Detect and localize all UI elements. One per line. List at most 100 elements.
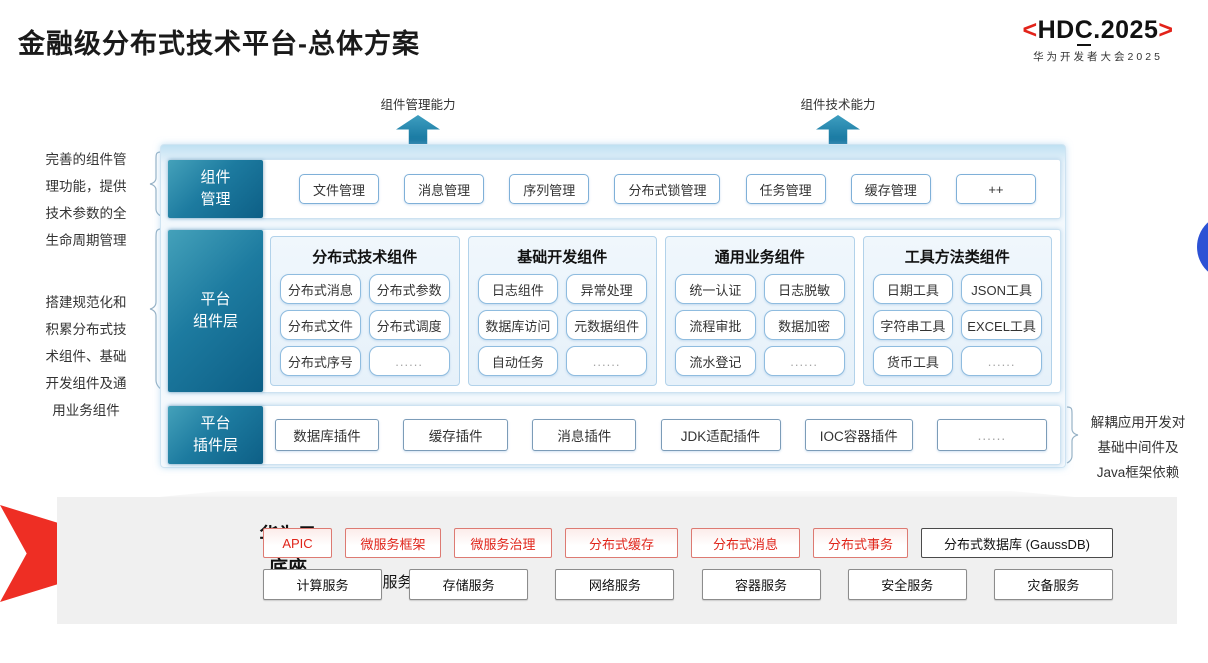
component-columns: 分布式技术组件 分布式消息 分布式参数 分布式文件 分布式调度 分布式序号 ..… — [270, 236, 1052, 386]
label-line: 管理 — [200, 191, 231, 208]
component-item: 数据加密 — [763, 310, 845, 340]
column-basic-dev: 基础开发组件 日志组件 异常处理 数据库访问 元数据组件 自动任务 ...... — [467, 236, 657, 386]
component-item: 分布式序号 — [280, 346, 361, 376]
logo-c-underlined: C — [1074, 16, 1094, 44]
column-title: 工具方法类组件 — [904, 249, 1010, 266]
column-title: 通用业务组件 — [714, 249, 805, 266]
hdc-logo-text: <HDC.2025> — [998, 16, 1198, 45]
component-item: EXCEL工具 — [961, 310, 1042, 340]
item-message-management: 消息管理 — [404, 174, 485, 204]
component-item: 货币工具 — [872, 346, 954, 376]
component-item: 数据库访问 — [477, 310, 559, 340]
logo-left-bracket: < — [1022, 16, 1038, 44]
plugin-items: 数据库插件 缓存插件 消息插件 JDK适配插件 IOC容器插件 ...... — [275, 406, 1047, 464]
label-line: 组件层 — [192, 313, 238, 330]
layer-platform-plugins: 平台 插件层 数据库插件 缓存插件 消息插件 JDK适配插件 IOC容器插件 .… — [167, 405, 1061, 465]
component-item: 字符串工具 — [872, 310, 954, 340]
component-item: 分布式消息 — [280, 274, 361, 304]
blue-circle-decoration — [1197, 214, 1208, 280]
note-line: 用业务组件 — [52, 403, 120, 418]
paas-microservice-governance: 微服务治理 — [454, 528, 552, 558]
capability-technical-label: 组件技术能力 — [800, 98, 876, 112]
component-item: 分布式调度 — [368, 310, 450, 340]
component-item: 异常处理 — [566, 274, 647, 304]
note-line: 技术参数的全 — [45, 206, 127, 221]
note-component-management: 完善的组件管 理功能，提供 技术参数的全 生命周期管理 — [34, 146, 138, 254]
note-line: 解耦应用开发对 — [1090, 415, 1186, 430]
component-item: 分布式参数 — [368, 274, 450, 304]
note-line: 积累分布式技 — [45, 322, 127, 337]
iaas-container: 容器服务 — [701, 569, 821, 600]
logo-post: .2025 — [1093, 16, 1159, 44]
layer-label-component-management: 组件 管理 — [168, 160, 263, 218]
paas-microservice-framework: 微服务框架 — [345, 528, 441, 558]
label-line: 插件层 — [192, 437, 238, 454]
note-line: 基础中间件及 — [1097, 440, 1179, 455]
note-line: 术组件、基础 — [45, 349, 127, 364]
component-management-items: 文件管理 消息管理 序列管理 分布式锁管理 任务管理 缓存管理 ++ — [299, 160, 1036, 218]
component-item: 日志组件 — [477, 274, 559, 304]
platform-frame: 组件 管理 文件管理 消息管理 序列管理 分布式锁管理 任务管理 缓存管理 ++… — [160, 144, 1066, 468]
label-line: 平台 — [200, 291, 231, 308]
component-item-ellipsis: ...... — [961, 346, 1042, 376]
iaas-network: 网络服务 — [555, 569, 675, 600]
plugin-jdk-adapter: JDK适配插件 — [660, 419, 781, 451]
component-item: 流程审批 — [675, 310, 756, 340]
column-title: 基础开发组件 — [517, 249, 608, 266]
iaas-items: 计算服务 存储服务 网络服务 容器服务 安全服务 灾备服务 — [263, 569, 1113, 600]
paas-apic: APIC — [263, 528, 332, 558]
label-line: 组件 — [200, 169, 231, 186]
paas-items: APIC 微服务框架 微服务治理 分布式缓存 分布式消息 分布式事务 分布式数据… — [263, 528, 1113, 558]
right-brace-icon — [1066, 406, 1079, 464]
item-sequence-management: 序列管理 — [509, 174, 590, 204]
left-brace-icon — [149, 228, 162, 390]
note-line: 搭建规范化和 — [45, 295, 127, 310]
label-line: 平台 — [200, 415, 231, 432]
page-title: 金融级分布式技术平台-总体方案 — [18, 29, 420, 59]
note-line: 理功能，提供 — [45, 179, 127, 194]
iaas-compute: 计算服务 — [263, 569, 382, 600]
column-tool-methods: 工具方法类组件 日期工具 JSON工具 字符串工具 EXCEL工具 货币工具 .… — [862, 236, 1052, 386]
column-grid: 分布式消息 分布式参数 分布式文件 分布式调度 分布式序号 ...... — [280, 274, 450, 376]
column-grid: 日期工具 JSON工具 字符串工具 EXCEL工具 货币工具 ...... — [872, 274, 1042, 376]
note-line: Java框架依赖 — [1096, 465, 1180, 480]
plugin-cache: 缓存插件 — [403, 419, 509, 451]
component-item: 统一认证 — [675, 274, 756, 304]
column-title: 分布式技术组件 — [312, 249, 418, 266]
logo-pre: HD — [1037, 16, 1075, 44]
plugin-database: 数据库插件 — [275, 419, 379, 451]
plugin-ioc-container: IOC容器插件 — [804, 419, 913, 451]
column-grid: 统一认证 日志脱敏 流程审批 数据加密 流水登记 ...... — [675, 274, 845, 376]
capability-technical: 组件技术能力 — [778, 94, 898, 148]
component-item: 日志脱敏 — [763, 274, 845, 304]
component-item: 自动任务 — [477, 346, 559, 376]
component-item: 分布式文件 — [280, 310, 361, 340]
note-line: 开发组件及通 — [45, 376, 127, 391]
column-distributed-tech: 分布式技术组件 分布式消息 分布式参数 分布式文件 分布式调度 分布式序号 ..… — [270, 236, 460, 386]
plugin-message: 消息插件 — [532, 419, 637, 451]
layer-component-management: 组件 管理 文件管理 消息管理 序列管理 分布式锁管理 任务管理 缓存管理 ++ — [167, 159, 1061, 219]
component-item-ellipsis: ...... — [368, 346, 450, 376]
plugin-ellipsis: ...... — [936, 419, 1047, 451]
component-item: 元数据组件 — [566, 310, 647, 340]
logo-subtitle: 华为开发者大会2025 — [1033, 51, 1163, 63]
column-common-business: 通用业务组件 统一认证 日志脱敏 流程审批 数据加密 流水登记 ...... — [665, 236, 855, 386]
paas-distributed-transaction: 分布式事务 — [813, 528, 908, 558]
iaas-storage: 存储服务 — [409, 569, 529, 600]
cloud-foundation: 华为云 底座 PaaS 云基础服务 APIC 微服务框架 微服务治理 分布式缓存… — [57, 497, 1177, 624]
layer-platform-components: 平台 组件层 分布式技术组件 分布式消息 分布式参数 分布式文件 分布式调度 分… — [167, 229, 1061, 393]
item-file-management: 文件管理 — [299, 174, 379, 204]
component-item: JSON工具 — [961, 274, 1042, 304]
hdc-logo: <HDC.2025> 华为开发者大会2025 — [998, 16, 1198, 64]
layer-label-platform-components: 平台 组件层 — [168, 230, 263, 392]
note-decoupling: 解耦应用开发对 基础中间件及 Java框架依赖 — [1082, 410, 1194, 485]
item-cache-management: 缓存管理 — [850, 174, 931, 204]
capability-management-label: 组件管理能力 — [380, 98, 456, 112]
paas-distributed-message: 分布式消息 — [691, 528, 800, 558]
column-grid: 日志组件 异常处理 数据库访问 元数据组件 自动任务 ...... — [477, 274, 647, 376]
component-item: 流水登记 — [675, 346, 756, 376]
paas-distributed-cache: 分布式缓存 — [565, 528, 678, 558]
component-item-ellipsis: ...... — [566, 346, 647, 376]
component-item-ellipsis: ...... — [763, 346, 845, 376]
